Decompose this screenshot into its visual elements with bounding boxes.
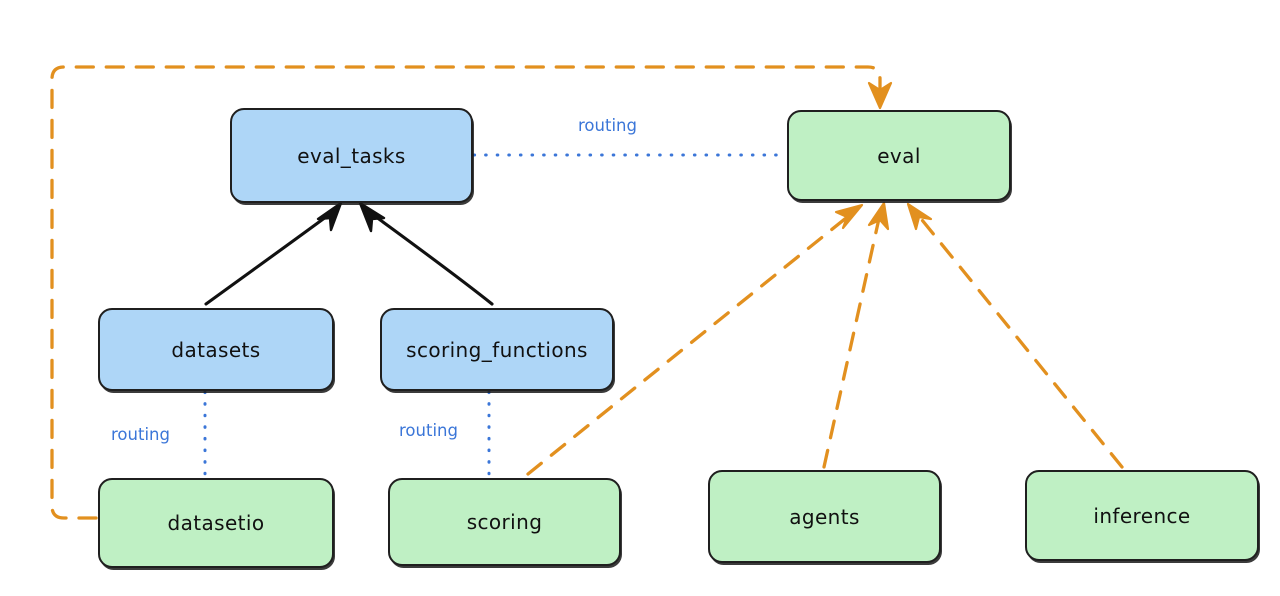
node-inference[interactable]: inference [1025, 470, 1259, 561]
edge-scoring_functions-to-eval_tasks [358, 201, 494, 306]
node-agents[interactable]: agents [708, 470, 941, 563]
edge-label-routing-eval-tasks-eval: routing [578, 116, 637, 135]
node-datasets[interactable]: datasets [98, 308, 334, 391]
edge-scoring-to-eval [526, 203, 864, 476]
node-label-eval-tasks: eval_tasks [297, 143, 406, 168]
node-eval-tasks[interactable]: eval_tasks [230, 108, 473, 203]
node-eval[interactable]: eval [787, 110, 1011, 201]
node-label-eval: eval [877, 143, 921, 168]
node-label-inference: inference [1093, 503, 1191, 528]
edge-label-routing-scoring-functions-scoring: routing [399, 421, 458, 440]
node-label-agents: agents [789, 504, 860, 529]
edge-datasets-to-eval_tasks [204, 201, 343, 306]
edge-inference-to-eval [906, 202, 1124, 469]
edge-label-routing-datasets-datasetio: routing [111, 425, 170, 444]
node-label-datasetio: datasetio [167, 511, 265, 535]
node-datasetio[interactable]: datasetio [98, 478, 334, 568]
edge-datasetio-to-eval [50, 65, 893, 520]
node-scoring-functions[interactable]: scoring_functions [380, 308, 614, 391]
node-scoring[interactable]: scoring [388, 478, 621, 566]
edge-agents-to-eval [822, 201, 890, 469]
node-label-scoring: scoring [466, 510, 543, 534]
node-label-datasets: datasets [171, 337, 261, 362]
node-label-scoring-functions: scoring_functions [406, 337, 588, 362]
